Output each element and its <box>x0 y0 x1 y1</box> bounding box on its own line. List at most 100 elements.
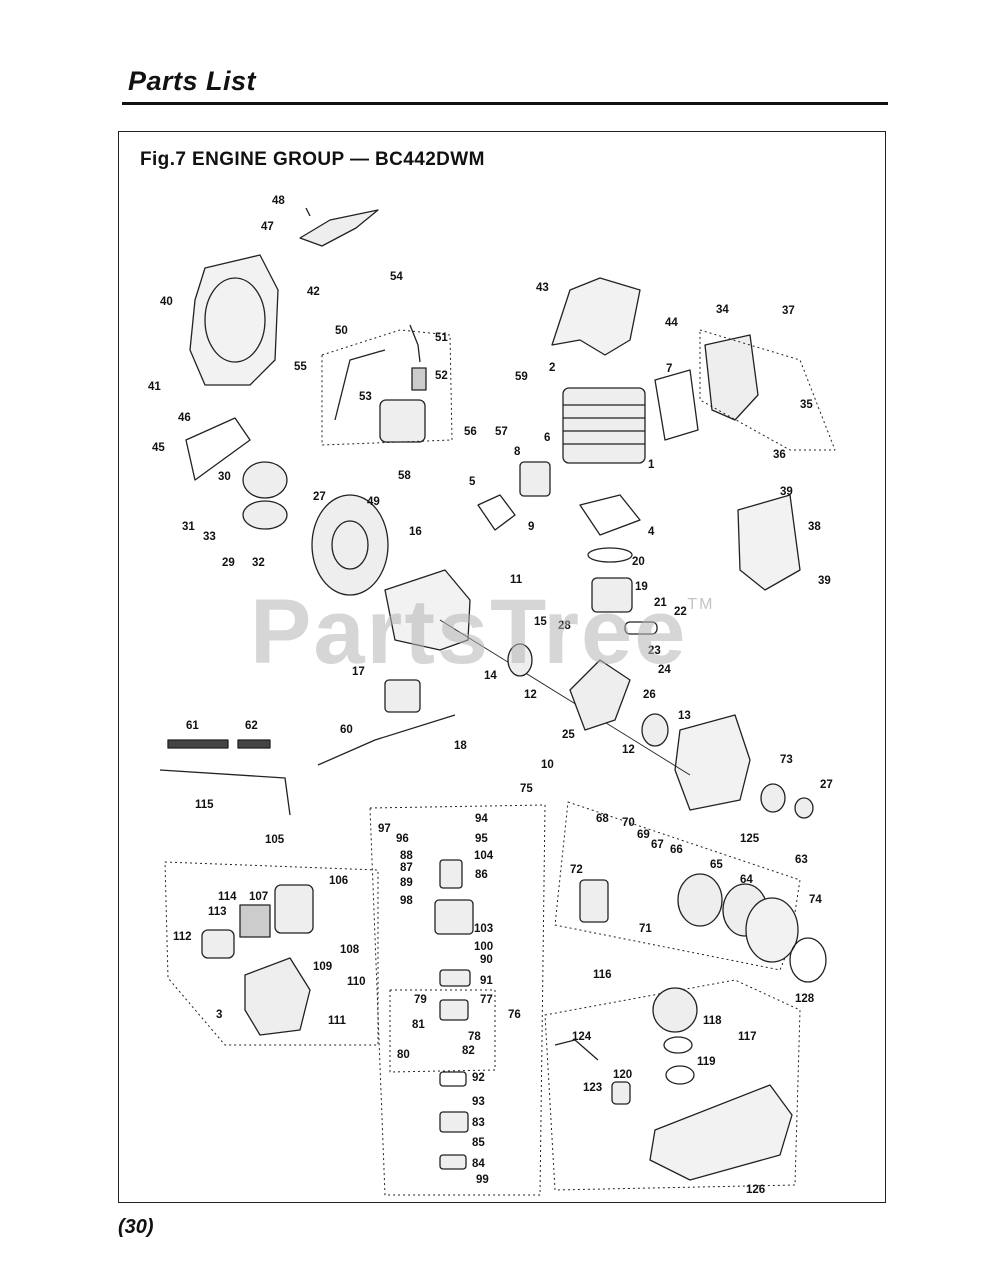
callout-95: 95 <box>475 833 488 845</box>
cylinder-part-1 <box>562 387 646 464</box>
callout-68: 68 <box>596 813 609 825</box>
part-27b <box>794 797 814 819</box>
callout-100: 100 <box>474 941 493 953</box>
handle-part-45 <box>185 417 251 481</box>
callout-34: 34 <box>716 304 729 316</box>
fan-cover-part-38 <box>737 494 801 591</box>
callout-27b: 27 <box>820 779 833 791</box>
grip-part-72 <box>579 879 609 923</box>
callout-45: 45 <box>152 442 165 454</box>
fuel-line-part-124 <box>554 1039 599 1061</box>
callout-60: 60 <box>340 724 353 736</box>
fan-housing-part-40 <box>189 254 279 386</box>
callout-113: 113 <box>208 906 227 918</box>
figure-title: Fig.7 ENGINE GROUP — BC442DWM <box>140 149 485 170</box>
callout-124: 124 <box>572 1031 592 1043</box>
callout-64: 64 <box>740 874 753 886</box>
callout-31: 31 <box>182 521 195 533</box>
part-17 <box>384 679 421 713</box>
fuel-tank <box>649 1084 793 1181</box>
callout-84: 84 <box>472 1158 485 1170</box>
callout-81: 81 <box>412 1019 425 1031</box>
callout-120: 120 <box>613 1069 632 1081</box>
strip-part-61 <box>167 739 229 749</box>
callout-54: 54 <box>390 271 403 283</box>
insulator-part-8 <box>519 461 551 497</box>
callout-117: 117 <box>738 1031 757 1043</box>
callout-33: 33 <box>203 531 216 543</box>
callout-57: 57 <box>495 426 508 438</box>
part-77-group <box>439 999 469 1021</box>
callout-23: 23 <box>648 645 661 657</box>
screw-part-48 <box>305 207 311 217</box>
callout-72: 72 <box>570 864 583 876</box>
callout-22: 22 <box>674 606 687 618</box>
callout-69: 69 <box>637 829 650 841</box>
callout-52: 52 <box>435 370 448 382</box>
callout-70: 70 <box>622 817 635 829</box>
callout-35: 35 <box>800 399 813 411</box>
callout-1: 1 <box>648 459 655 471</box>
callout-108: 108 <box>340 944 360 956</box>
callout-119: 119 <box>697 1056 716 1068</box>
page-number: (30) <box>118 1216 154 1238</box>
callout-21: 21 <box>654 597 667 609</box>
fuel-filter-part-120 <box>611 1081 631 1105</box>
piston-pin-part-21 <box>624 621 658 635</box>
crankcase-part-10 <box>384 569 471 651</box>
callout-116: 116 <box>593 969 612 981</box>
callout-53: 53 <box>359 391 372 403</box>
callout-48: 48 <box>272 195 285 207</box>
strip-part-62 <box>237 739 271 749</box>
callout-118: 118 <box>703 1015 722 1027</box>
callout-88: 88 <box>400 850 413 862</box>
callout-32: 32 <box>252 557 265 569</box>
spark-plug-cap-part-51 <box>409 324 421 363</box>
callout-15: 15 <box>534 616 547 628</box>
callout-39b: 39 <box>818 575 831 587</box>
callout-38: 38 <box>808 521 821 533</box>
callout-71: 71 <box>639 923 652 935</box>
reel-part-65 <box>677 873 723 927</box>
heading-rule <box>122 102 888 105</box>
callout-8: 8 <box>514 446 521 458</box>
callout-6: 6 <box>544 432 550 444</box>
callout-75: 75 <box>520 783 533 795</box>
bearing-part-14 <box>507 643 533 677</box>
callout-115: 115 <box>195 799 214 811</box>
clutch-part-29 <box>242 500 288 530</box>
callout-66: 66 <box>670 844 683 856</box>
page-title: Parts List <box>128 66 257 96</box>
callout-49: 49 <box>367 496 380 508</box>
callout-44: 44 <box>665 317 678 329</box>
fuel-cap-part-118 <box>652 987 698 1033</box>
callout-3: 3 <box>216 1009 222 1021</box>
crankshaft-part-25 <box>569 659 631 731</box>
gasket-part-5 <box>477 494 516 531</box>
callout-111: 111 <box>328 1015 347 1027</box>
callout-24: 24 <box>658 664 671 676</box>
callout-110: 110 <box>347 976 366 988</box>
callout-41: 41 <box>148 381 161 393</box>
callout-128: 128 <box>795 993 815 1005</box>
callout-90: 90 <box>480 954 493 966</box>
callout-55: 55 <box>294 361 307 373</box>
callout-105: 105 <box>265 834 285 846</box>
watermark: PartsTreeTM <box>250 580 715 685</box>
callout-89: 89 <box>400 877 413 889</box>
callout-126: 126 <box>746 1184 765 1196</box>
callout-58: 58 <box>398 470 411 482</box>
callout-87: 87 <box>400 862 413 874</box>
callout-47: 47 <box>261 221 274 233</box>
muffler-part-34 <box>704 334 759 421</box>
callout-62: 62 <box>245 720 258 732</box>
piston-ring-part-20 <box>587 547 633 563</box>
callout-4: 4 <box>648 526 655 538</box>
piston-part-19 <box>591 577 633 613</box>
callout-46: 46 <box>178 412 191 424</box>
gasket-part-7 <box>654 369 699 441</box>
callout-79: 79 <box>414 994 427 1006</box>
watermark-mark: TM <box>687 596 715 613</box>
callout-30: 30 <box>218 471 231 483</box>
callout-103: 103 <box>474 923 493 935</box>
